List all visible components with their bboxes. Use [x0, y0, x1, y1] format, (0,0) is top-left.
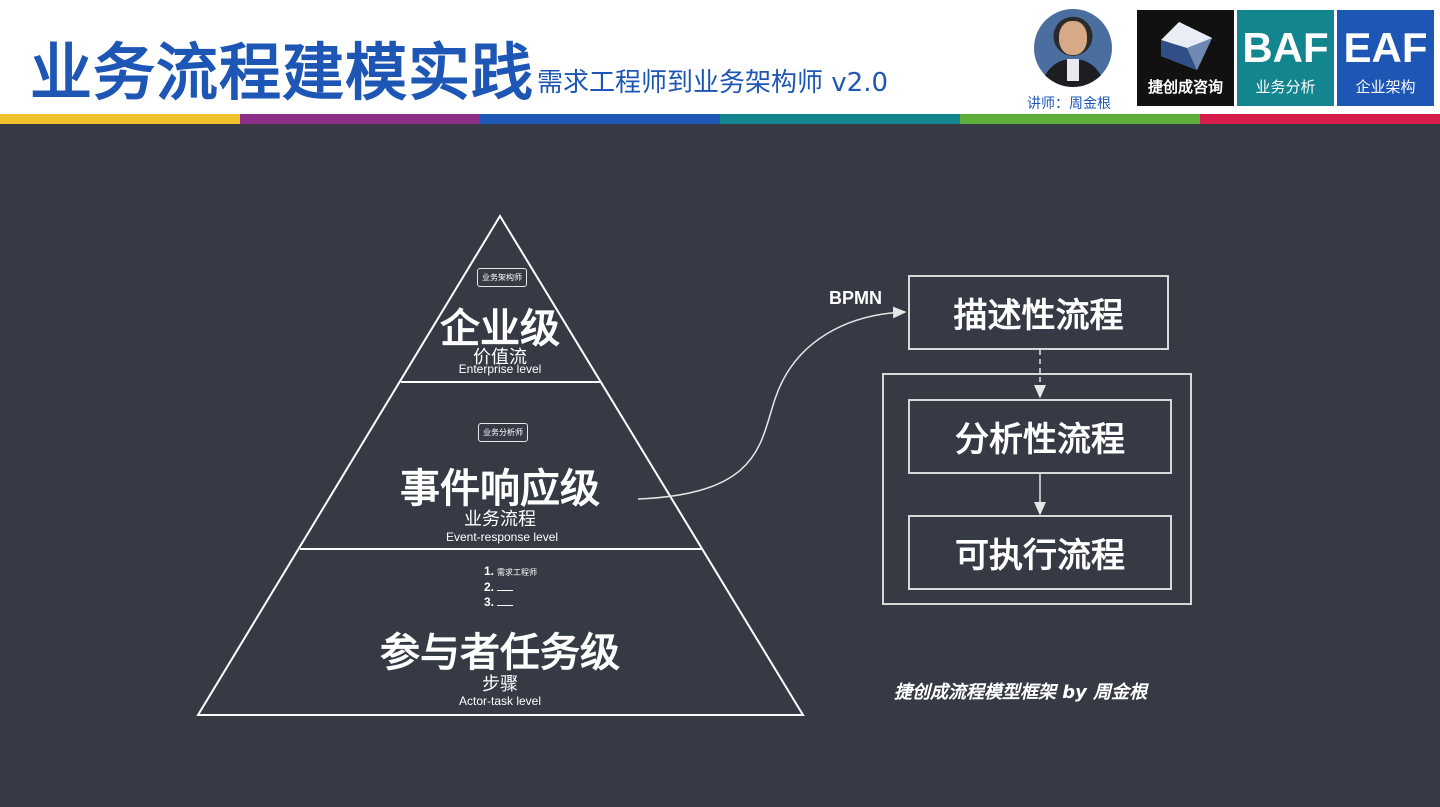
level-event-title: 事件响应级: [400, 466, 600, 512]
page-subtitle: 需求工程师到业务架构师 v2.0: [537, 68, 889, 98]
eaf-logo-small: 企业架构: [1355, 78, 1416, 96]
baf-logo: BAF 业务分析: [1237, 10, 1334, 106]
stripe-segment: [0, 114, 240, 124]
stripe-segment: [1200, 114, 1440, 124]
level-enterprise-title: 企业级: [440, 306, 560, 352]
process-group-frame: [882, 373, 1192, 605]
jcc-logo-text: 捷创成咨询: [1147, 78, 1223, 96]
step-list: 1.需求工程师 2. 3.: [484, 564, 538, 609]
baf-logo-small: 业务分析: [1255, 78, 1316, 96]
stripe-segment: [240, 114, 480, 124]
stripe-segment: [720, 114, 960, 124]
role-tag-engineer: 需求工程师: [497, 568, 538, 577]
role-tag-analyst: 业务分析师: [478, 423, 528, 442]
eaf-logo-big: EAF: [1343, 24, 1428, 71]
lecturer-label: 讲师：周金根: [1027, 96, 1111, 112]
bpmn-label: BPMN: [829, 288, 882, 308]
cube-icon: [1161, 22, 1212, 70]
header: 业务流程建模实践 需求工程师到业务架构师 v2.0 讲师：周金根 捷创成咨询 B…: [0, 0, 1440, 114]
lecturer-avatar: [1034, 9, 1112, 87]
diagram-lines: [196, 214, 1046, 716]
role-tag-architect: 业务架构师: [477, 268, 527, 287]
page-title: 业务流程建模实践: [30, 36, 535, 109]
level-actor-sub: 步骤: [482, 674, 518, 695]
slide-content: 业务架构师 企业级 价值流 Enterprise level 业务分析师 事件响…: [0, 124, 1440, 807]
descriptive-process-box: 描述性流程: [908, 275, 1169, 350]
analytical-process-box: 分析性流程: [908, 399, 1172, 474]
bpmn-connector: [637, 306, 907, 500]
level-actor-en: Actor-task level: [458, 694, 542, 708]
level-enterprise-en: Enterprise level: [458, 362, 542, 376]
level-event-sub: 业务流程: [464, 509, 536, 530]
eaf-logo: EAF 企业架构: [1337, 10, 1434, 106]
level-enterprise-sub: 价值流: [473, 347, 527, 368]
level-actor-title: 参与者任务级: [380, 630, 620, 676]
pyramid-outline: [196, 214, 805, 716]
jcc-logo: 捷创成咨询: [1137, 10, 1234, 106]
stripe-segment: [480, 114, 720, 124]
framework-caption: 捷创成流程模型框架 by 周金根: [894, 682, 1148, 703]
executable-process-box: 可执行流程: [908, 515, 1172, 590]
stripe-segment: [960, 114, 1200, 124]
level-event-en: Event-response level: [445, 530, 559, 544]
baf-logo-big: BAF: [1242, 24, 1329, 71]
